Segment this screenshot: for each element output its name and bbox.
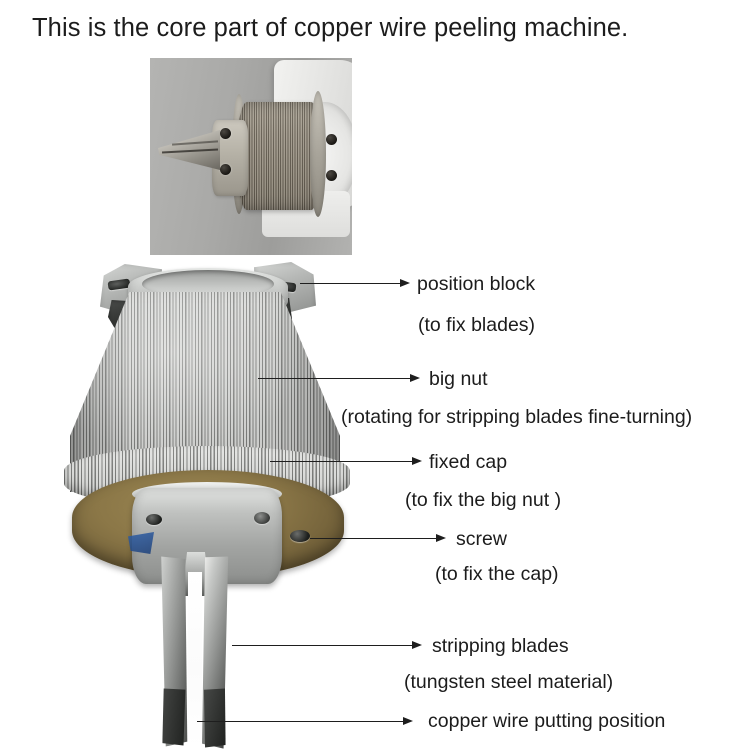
arrow-head-icon xyxy=(436,534,446,543)
leader-arrow-big-nut xyxy=(258,372,420,386)
arrow-shaft xyxy=(197,721,404,723)
callout-label-position-block: position block xyxy=(417,273,536,295)
screw-hole xyxy=(290,530,310,542)
leader-arrow-position-block xyxy=(300,277,410,291)
arrow-shaft xyxy=(270,461,413,463)
callout-sub-position-block: (to fix blades) xyxy=(418,314,536,336)
inset-photo xyxy=(150,58,352,255)
inset-bolt-hole xyxy=(326,134,337,145)
arrow-shaft xyxy=(232,645,413,647)
arrow-head-icon xyxy=(403,717,413,726)
callout-label-stripping-blades: stripping blades xyxy=(432,635,569,657)
callout-label-copper-wire-position: copper wire putting position xyxy=(428,710,666,732)
inset-drum-ring-right xyxy=(310,91,326,217)
inset-bolt-hole xyxy=(326,170,337,181)
screw-hole xyxy=(146,514,162,525)
inset-knurled-drum xyxy=(237,102,321,210)
callout-sub-fixed-cap: (to fix the big nut ) xyxy=(405,489,562,511)
arrow-shaft xyxy=(300,283,401,285)
arrow-head-icon xyxy=(410,374,420,383)
leader-arrow-fixed-cap xyxy=(270,455,422,469)
inset-bolt-hole xyxy=(220,128,231,139)
callout-label-big-nut: big nut xyxy=(429,368,488,390)
copper-wire-gap xyxy=(188,572,202,748)
blue-paint-mark xyxy=(128,532,154,554)
arrow-shaft xyxy=(310,538,437,540)
leader-arrow-stripping-blades xyxy=(232,639,422,653)
callout-sub-big-nut: (rotating for stripping blades fine-turn… xyxy=(341,406,693,428)
inset-bolt-hole xyxy=(220,164,231,175)
callout-sub-stripping-blades: (tungsten steel material) xyxy=(404,671,614,693)
leader-arrow-screw xyxy=(310,532,446,546)
callout-sub-screw: (to fix the cap) xyxy=(435,563,559,585)
arrow-head-icon xyxy=(412,641,422,650)
screw-hole xyxy=(254,512,270,524)
leader-arrow-copper-wire-position xyxy=(197,715,413,729)
main-photo xyxy=(58,256,358,750)
page-title: This is the core part of copper wire pee… xyxy=(32,14,629,42)
callout-label-screw: screw xyxy=(456,528,507,550)
callout-label-fixed-cap: fixed cap xyxy=(429,451,508,473)
arrow-shaft xyxy=(258,378,411,380)
arrow-head-icon xyxy=(400,279,410,288)
arrow-head-icon xyxy=(412,457,422,466)
